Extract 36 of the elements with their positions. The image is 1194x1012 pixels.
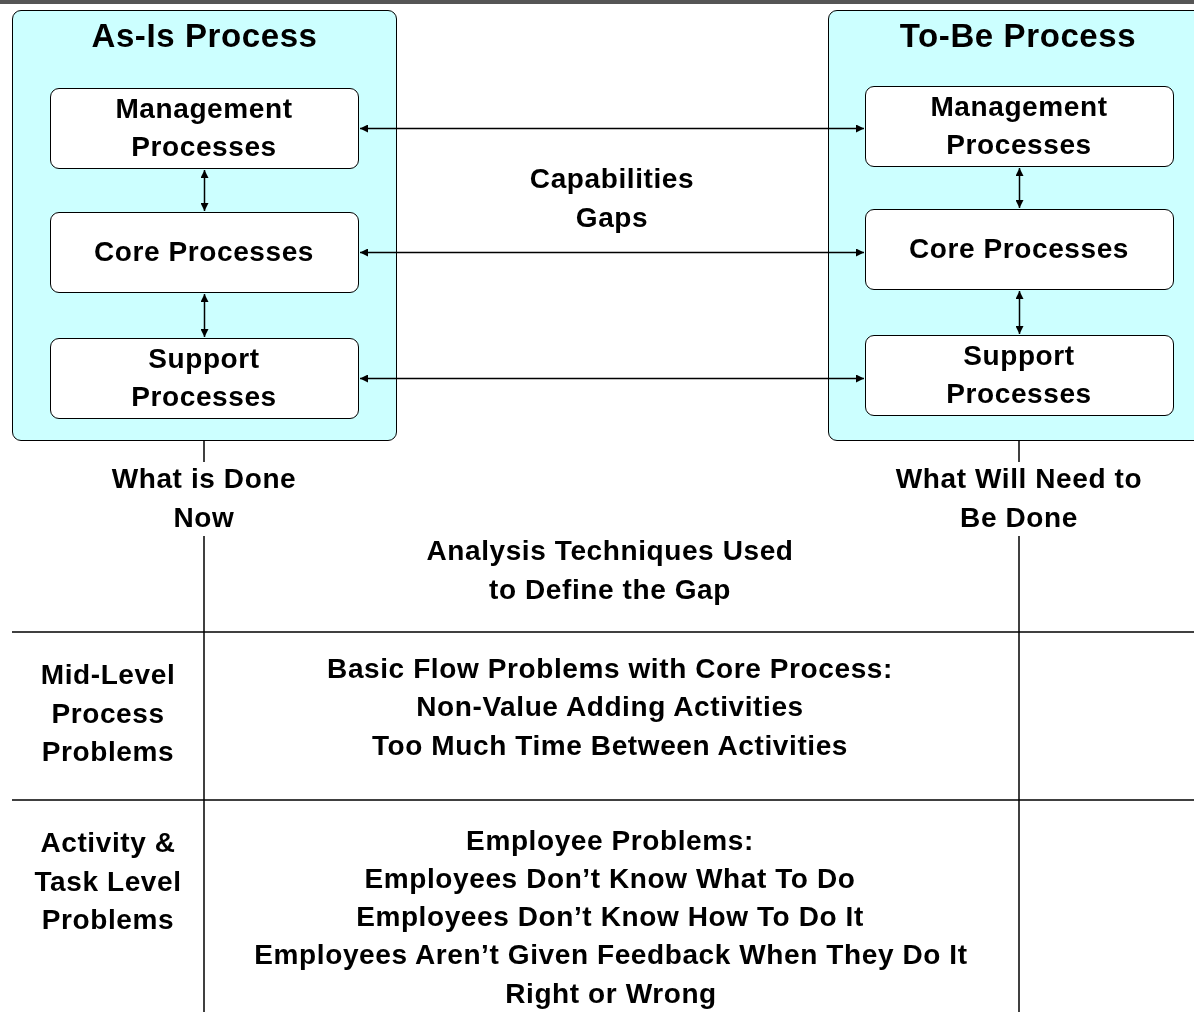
double-arrow <box>1015 167 1024 209</box>
column-caption: What is Done Now <box>110 462 298 535</box>
process-box <box>49 211 359 293</box>
process-box <box>49 337 359 419</box>
row-heading: Activity & Task Level Problems <box>33 826 183 937</box>
process-label: Support Processes <box>130 342 278 414</box>
double-arrow <box>200 293 209 338</box>
process-label: Core Processes <box>93 235 315 269</box>
double-arrow <box>359 374 865 383</box>
process-box <box>864 208 1174 290</box>
process-box <box>864 334 1174 416</box>
gap-label: Capabilities Gaps <box>528 162 696 235</box>
double-arrow <box>1015 290 1024 335</box>
section-heading: Analysis Techniques Used to Define the Gap <box>425 534 795 607</box>
problem-text: Too Much Time Between Activities <box>370 729 850 763</box>
panel-title: As-Is Process <box>90 17 319 55</box>
double-arrow <box>359 248 865 257</box>
problem-text: Employees Aren’t Given Feedback When They Do It Right or Wrong <box>253 938 969 1011</box>
row-heading: Mid-Level Process Problems <box>39 658 177 769</box>
process-label: Management Processes <box>929 90 1109 162</box>
problem-text: Employees Don’t Know How To Do It <box>355 900 865 934</box>
problem-text: Basic Flow Problems with Core Process: <box>326 652 894 686</box>
panel-title: To-Be Process <box>898 17 1138 55</box>
problem-text: Non-Value Adding Activities <box>415 690 805 724</box>
column-caption: What Will Need to Be Done <box>894 462 1144 535</box>
double-arrow <box>359 124 865 133</box>
process-box <box>864 85 1174 167</box>
process-box <box>49 87 359 169</box>
problem-text: Employee Problems: <box>465 824 755 858</box>
process-label: Core Processes <box>908 232 1130 266</box>
process-panel <box>12 10 397 441</box>
problem-text: Employees Don’t Know What To Do <box>363 862 857 896</box>
process-label: Management Processes <box>114 92 294 164</box>
process-panel <box>828 10 1194 441</box>
double-arrow <box>200 169 209 212</box>
process-label: Support Processes <box>945 339 1093 411</box>
